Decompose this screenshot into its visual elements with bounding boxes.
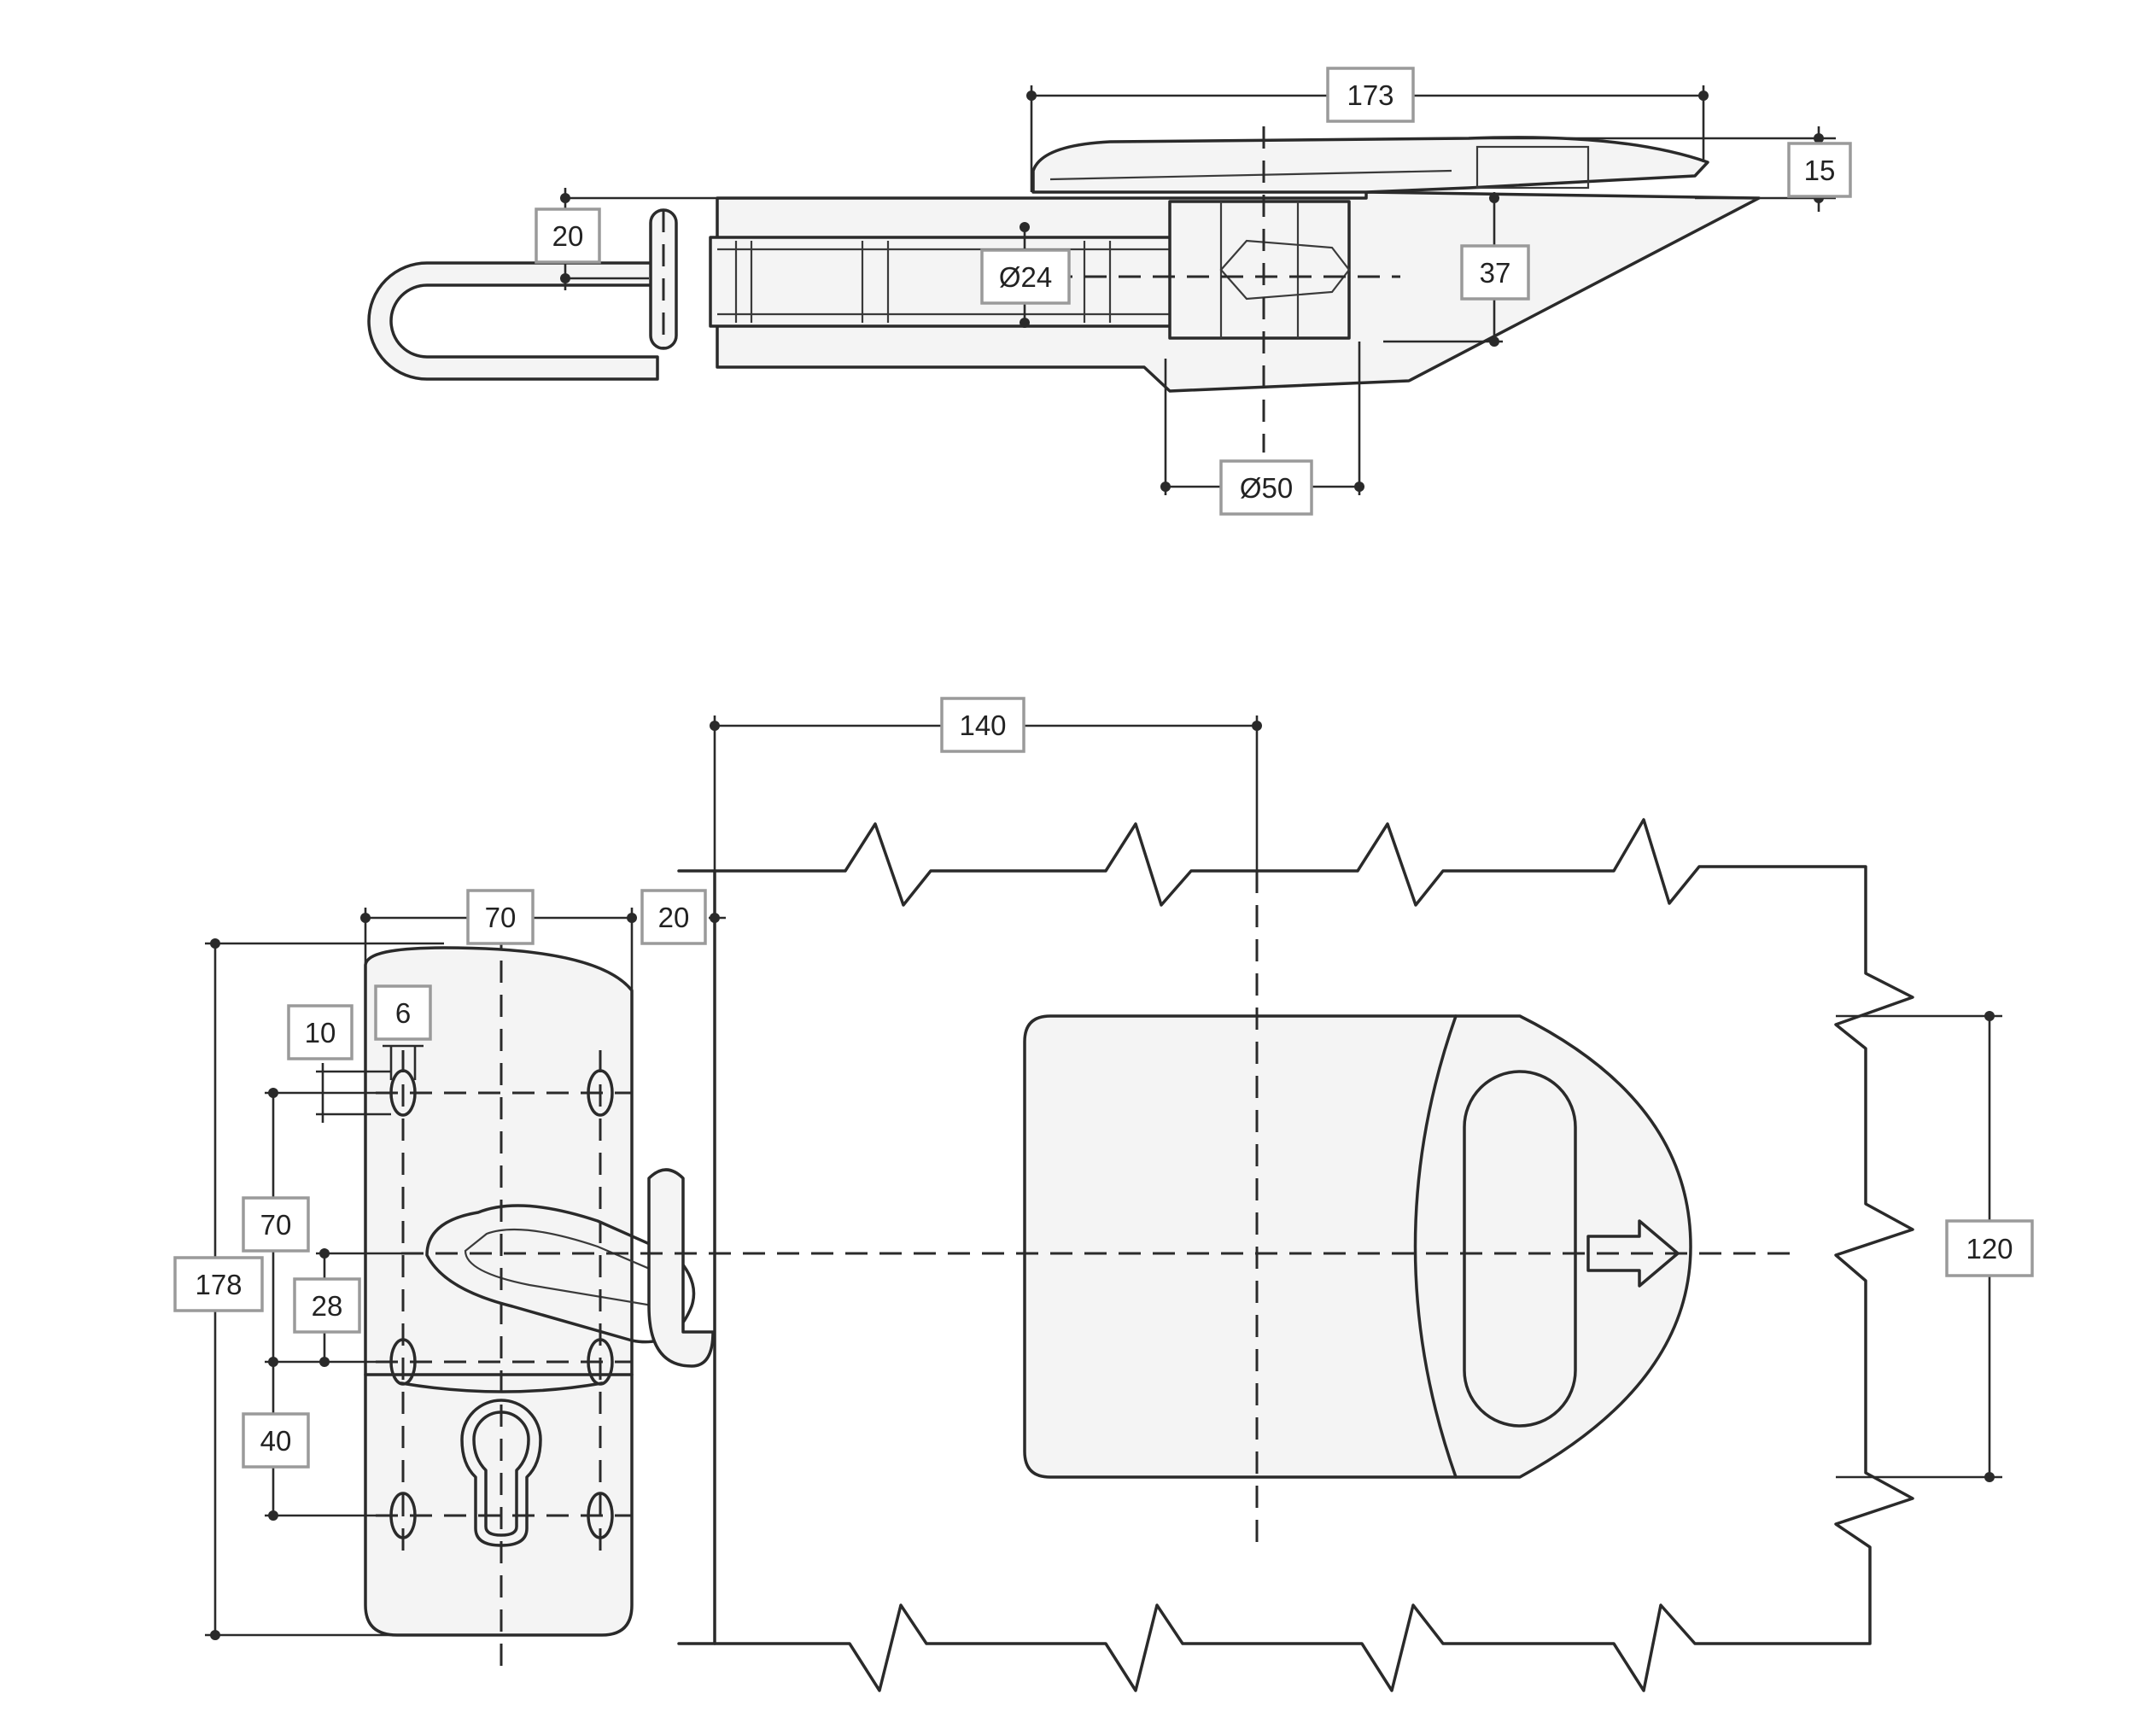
side-view: 173 15 20 Ø24 37 Ø50 [367, 67, 1852, 516]
svg-text:20: 20 [658, 902, 690, 933]
svg-text:28: 28 [312, 1290, 343, 1322]
svg-text:70: 70 [485, 902, 517, 933]
label-dia50: Ø50 [1219, 459, 1313, 516]
dim-dia24-tick-bottom [1020, 318, 1030, 328]
dim-28-tick-top [319, 1248, 330, 1259]
plan-plate-lower-curve [400, 1381, 604, 1393]
plan-handle-grip [1463, 1070, 1577, 1428]
label-10: 10 [287, 1004, 353, 1060]
svg-text:70: 70 [260, 1209, 292, 1241]
side-bolt-tube [709, 236, 1190, 328]
svg-text:15: 15 [1804, 155, 1836, 186]
dim-178-tick-bottom [210, 1630, 220, 1640]
plan-hook [647, 1168, 715, 1368]
dim-20-side-tick-top [560, 193, 570, 203]
dim-15-tick-top [1814, 133, 1824, 143]
label-178: 178 [173, 1256, 264, 1312]
dim-37-tick-top [1489, 193, 1499, 203]
dim-70p-tick-top [268, 1088, 278, 1098]
dim-70w-tick-left [360, 913, 371, 923]
label-37: 37 [1460, 244, 1530, 301]
svg-text:140: 140 [959, 710, 1006, 741]
label-120: 120 [1945, 1219, 2034, 1277]
svg-text:Ø50: Ø50 [1240, 472, 1293, 504]
side-flap-inner [1049, 169, 1452, 181]
dim-140-tick-right [1252, 721, 1262, 731]
plan-view: 140 70 20 10 6 70 178 28 [173, 697, 2034, 1692]
dim-120-tick-bottom [1984, 1472, 1995, 1482]
svg-text:40: 40 [260, 1425, 292, 1457]
label-20-side: 20 [535, 207, 601, 264]
plan-handle [1023, 1014, 1692, 1479]
dim-140-tick-left [710, 721, 720, 731]
dim-120-tick-top [1984, 1011, 1995, 1021]
svg-text:10: 10 [305, 1017, 336, 1048]
dim-70w-tick-right [627, 913, 637, 923]
svg-text:120: 120 [1966, 1233, 2013, 1265]
side-upper-flap [1031, 136, 1709, 194]
label-70-width: 70 [466, 889, 535, 945]
label-40: 40 [242, 1412, 310, 1469]
side-flap-pocket [1475, 145, 1590, 190]
dim-dia50-tick-left [1160, 482, 1171, 492]
svg-text:20: 20 [552, 220, 584, 252]
plan-keyhole-inner [472, 1411, 530, 1537]
label-173: 173 [1326, 67, 1415, 123]
label-70-pitch: 70 [242, 1196, 310, 1253]
label-dia24: Ø24 [980, 248, 1071, 305]
plan-wall-plate [364, 946, 634, 1637]
side-shackle-loop [367, 261, 659, 381]
plan-handle-ridge [1413, 1014, 1458, 1479]
dim-37-tick-bottom [1489, 336, 1499, 347]
label-140: 140 [940, 697, 1025, 753]
dim-dia50-tick-right [1354, 482, 1364, 492]
dim-20g-tick [710, 913, 720, 923]
plan-door-outline [677, 818, 1914, 1692]
dim-40-tick-bottom [268, 1510, 278, 1521]
svg-text:6: 6 [395, 997, 411, 1029]
label-28: 28 [293, 1277, 361, 1334]
side-cylinder-cam [1219, 239, 1351, 301]
label-20-gap: 20 [640, 889, 707, 945]
dim-28-tick-bottom [319, 1357, 330, 1367]
dim-178-tick-top [210, 938, 220, 949]
svg-text:173: 173 [1347, 79, 1394, 111]
label-15: 15 [1787, 142, 1852, 198]
dim-20-side-tick-bottom [560, 273, 570, 283]
svg-text:178: 178 [195, 1269, 242, 1300]
dim-173-tick-left [1026, 91, 1037, 101]
dim-173-tick-right [1698, 91, 1709, 101]
side-cylinder-housing [1168, 200, 1351, 340]
dim-dia24-tick-top [1020, 222, 1030, 232]
svg-text:Ø24: Ø24 [999, 261, 1052, 293]
svg-text:37: 37 [1480, 257, 1511, 289]
label-6: 6 [374, 984, 432, 1041]
